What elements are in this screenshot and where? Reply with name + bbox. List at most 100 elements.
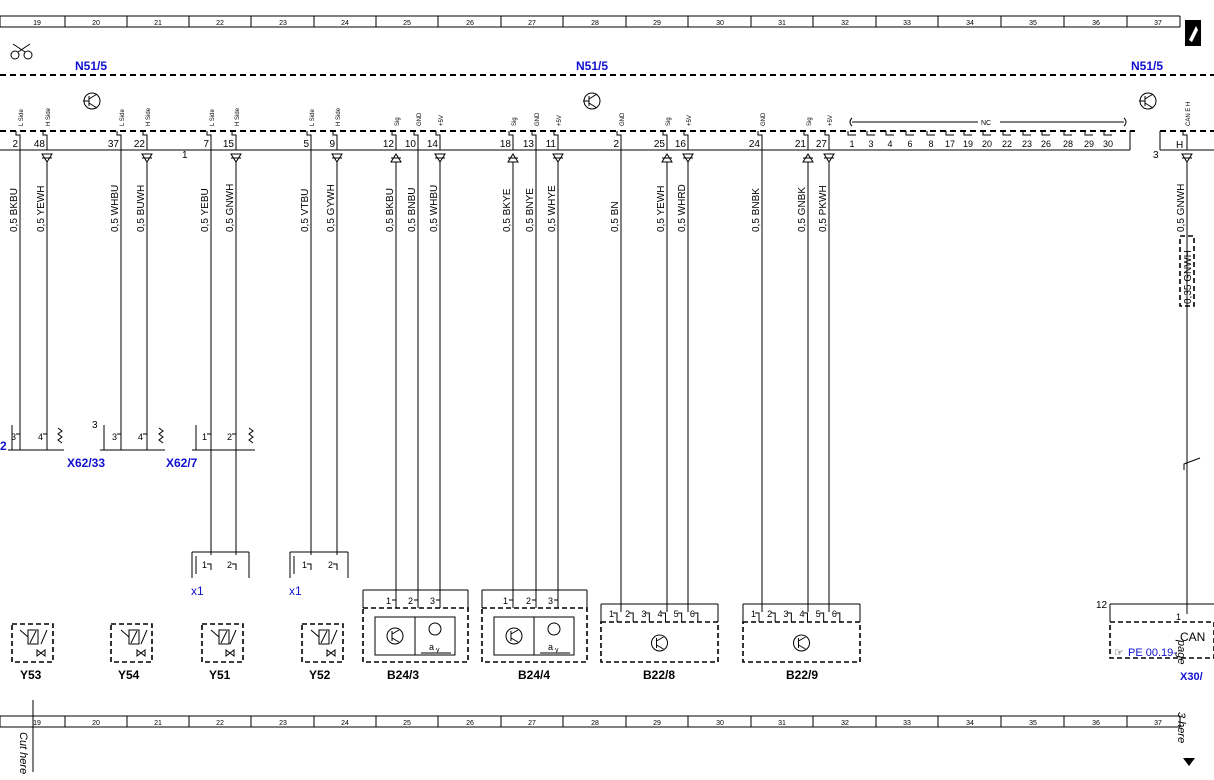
ruler-number: 30 xyxy=(716,20,724,27)
pin-signal-label: Sig xyxy=(512,117,518,126)
bus-right-pin: H xyxy=(1176,140,1183,151)
valve-component: Y52 xyxy=(301,623,344,682)
valve-component: Y53 xyxy=(11,623,54,682)
nc-pin-number: 8 xyxy=(928,139,933,149)
pin-number: 48 xyxy=(34,139,46,150)
ruler-number: 26 xyxy=(466,20,474,27)
bus-right-number: 3 xyxy=(1153,150,1159,161)
wire-label-box: 0,35 GNWH xyxy=(1179,235,1195,307)
pin: +5V 11 xyxy=(546,115,564,163)
pin-number: 18 xyxy=(500,139,512,150)
wire-label: 0,5 YEBU xyxy=(200,188,211,232)
ruler-number: 20 xyxy=(92,20,100,27)
pin-number: 2 xyxy=(613,139,619,150)
bus-start-number: 1 xyxy=(182,150,188,161)
nc-pin-number: 30 xyxy=(1103,139,1113,149)
component-label: Y54 xyxy=(118,668,140,682)
pin-signal-label: L Side xyxy=(210,109,216,126)
sensor-pin-number: 1 xyxy=(386,596,391,606)
connector-pin-number: 2 xyxy=(227,432,232,442)
pin-signal-label: Sig xyxy=(807,117,813,126)
pin-signal-label: Sig xyxy=(666,117,672,126)
valve-component: Y51 xyxy=(201,623,244,682)
nc-pin-number: 23 xyxy=(1022,139,1032,149)
pin-signal-label: L Side xyxy=(19,109,25,126)
ruler-number: 24 xyxy=(341,720,349,727)
x1-pin-number: 1 xyxy=(302,560,307,570)
pin-number: 15 xyxy=(223,139,235,150)
pin-signal-label: Sig xyxy=(395,117,401,126)
connector-pin-number: 1 xyxy=(202,432,207,442)
connector-label: 2 xyxy=(0,439,7,453)
pin-signal-label: H Side xyxy=(146,107,152,126)
wire-label: 0,5 GNBK xyxy=(797,187,808,232)
ruler-number: 25 xyxy=(403,720,411,727)
pin-signal-label: CAN E H xyxy=(1186,102,1192,126)
sensor-pin-number: 3 xyxy=(783,609,788,619)
pin-number: 9 xyxy=(329,139,335,150)
wire-label: 0,5 PKWH xyxy=(818,185,829,232)
pin-number: 2 xyxy=(12,139,18,150)
ruler-number: 33 xyxy=(903,720,911,727)
connector-number: 3 xyxy=(92,420,98,431)
component-label: Y51 xyxy=(209,668,231,682)
pin: Sig 12 xyxy=(383,117,402,163)
wire-label: 0,5 BUWH xyxy=(136,185,147,232)
x1-pin-number: 2 xyxy=(328,560,333,570)
ruler-number: 21 xyxy=(154,20,162,27)
pin-number: 24 xyxy=(749,139,761,150)
connector-label: X62/7 xyxy=(166,456,198,470)
ruler-number: 35 xyxy=(1029,20,1037,27)
component-label: B22/8 xyxy=(643,668,675,682)
sensor-pin-number: 3 xyxy=(430,596,435,606)
wire-label: 0,5 BKBU xyxy=(385,188,396,232)
pin-number: 11 xyxy=(546,139,557,150)
scissors-icon xyxy=(10,43,33,60)
wire-label: 0,5 BNYE xyxy=(525,188,536,232)
cut-here-label: Cut here xyxy=(17,732,29,774)
sensor-pin-number: 2 xyxy=(767,609,772,619)
sensor-symbol-sub: y xyxy=(555,647,559,654)
ruler-number: 36 xyxy=(1092,720,1100,727)
pin-number: 37 xyxy=(108,139,120,150)
pin-number: 22 xyxy=(134,139,146,150)
pin-number: 12 xyxy=(383,139,395,150)
pin-number: 10 xyxy=(405,139,417,150)
ruler-number: 22 xyxy=(216,20,224,27)
hand-pointer-icon: ☞ xyxy=(1114,647,1124,659)
sensor-pin-number: 2 xyxy=(408,596,413,606)
can-number: 12 xyxy=(1096,600,1108,611)
ruler-number: 28 xyxy=(591,20,599,27)
connector-label: X62/33 xyxy=(67,456,105,470)
valve-component: Y54 xyxy=(110,623,153,682)
can-sub: X30/ xyxy=(1180,671,1203,683)
pin-signal-label: +5V xyxy=(557,115,563,126)
ruler-number: 20 xyxy=(92,720,100,727)
pin: H Side 15 xyxy=(223,107,242,163)
pin-signal-label: L Side xyxy=(310,109,316,126)
ruler-number: 21 xyxy=(154,720,162,727)
wire-label: 0,5 BNBK xyxy=(751,188,762,232)
sensor-symbol-sub: y xyxy=(436,647,440,654)
pin-signal-label: +5V xyxy=(828,115,834,126)
wire-label: 0,5 BNBU xyxy=(407,188,418,232)
pin-signal-label: H Side xyxy=(235,107,241,126)
component-label: B24/4 xyxy=(518,668,550,682)
pin-number: 7 xyxy=(203,139,209,150)
can-label: CAN xyxy=(1180,630,1205,644)
wire-label: 0,5 WHRD xyxy=(677,184,688,232)
wire-label: 0,5 WHYE xyxy=(547,185,558,232)
